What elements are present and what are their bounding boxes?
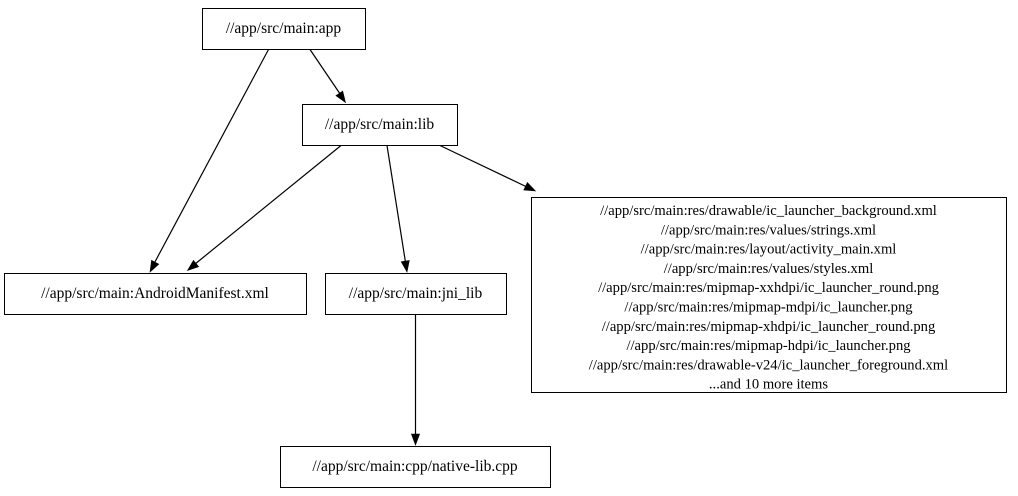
- node-label-line: //app/src/main:res/layout/activity_main.…: [641, 242, 897, 258]
- edge-line: [439, 144, 530, 189]
- node-label-line: //app/src/main:res/mipmap-xxhdpi/ic_laun…: [598, 280, 940, 296]
- node-label: //app/src/main:lib: [325, 116, 435, 133]
- graph-edge-lib-to-manifest: [186, 145, 342, 272]
- edge-line: [386, 145, 407, 266]
- node-label: //app/src/main:cpp/native-lib.cpp: [312, 458, 518, 475]
- node-label-line: //app/src/main:res/mipmap-xhdpi/ic_launc…: [602, 319, 936, 335]
- graph-edge-jni-lib-to-native-lib-cpp: [410, 314, 421, 446]
- graph-node-resources[interactable]: //app/src/main:res/drawable/ic_launcher_…: [531, 197, 1007, 393]
- node-label-line: //app/src/main:res/values/styles.xml: [664, 261, 874, 277]
- edges-layer: [149, 49, 537, 446]
- node-label-multiline: //app/src/main:res/drawable/ic_launcher_…: [589, 203, 948, 393]
- edge-arrowhead: [335, 90, 346, 104]
- node-box[interactable]: [325, 273, 507, 315]
- graph-edge-lib-to-jni-lib: [386, 145, 410, 273]
- graph-node-manifest[interactable]: //app/src/main:AndroidManifest.xml: [4, 273, 307, 315]
- node-label: //app/src/main:app: [226, 20, 342, 37]
- edge-arrowhead: [149, 259, 160, 273]
- graph-edge-lib-to-resources: [439, 144, 537, 192]
- node-label-line: //app/src/main:res/drawable/ic_launcher_…: [600, 203, 937, 219]
- edge-arrowhead: [400, 260, 410, 273]
- graph-node-app[interactable]: //app/src/main:app: [202, 8, 366, 50]
- node-label-line: //app/src/main:res/mipmap-hdpi/ic_launch…: [626, 338, 911, 354]
- edge-line: [191, 145, 342, 267]
- graph-node-jni_lib[interactable]: //app/src/main:jni_lib: [325, 273, 507, 315]
- node-box[interactable]: [4, 273, 307, 315]
- edge-arrowhead: [410, 433, 421, 446]
- node-box[interactable]: [202, 8, 366, 50]
- node-label-line: ...and 10 more items: [709, 377, 828, 393]
- graph-node-native_lib_cpp[interactable]: //app/src/main:cpp/native-lib.cpp: [280, 446, 551, 488]
- edge-line: [151, 49, 270, 267]
- node-box[interactable]: [531, 197, 1007, 393]
- node-label-line: //app/src/main:res/drawable-v24/ic_launc…: [589, 357, 948, 373]
- edge-line: [309, 49, 343, 98]
- edge-arrowhead: [523, 182, 537, 192]
- node-label: //app/src/main:AndroidManifest.xml: [41, 285, 269, 302]
- graph-node-lib[interactable]: //app/src/main:lib: [302, 104, 458, 146]
- node-box[interactable]: [280, 446, 551, 488]
- node-label-line: //app/src/main:res/values/strings.xml: [661, 222, 876, 238]
- nodes-layer: //app/src/main:app //app/src/main:lib //ap…: [4, 8, 1007, 488]
- graph-edge-app-to-manifest: [149, 49, 270, 273]
- node-label: //app/src/main:jni_lib: [349, 285, 483, 302]
- node-box[interactable]: [302, 104, 458, 146]
- node-label-line: //app/src/main:res/mipmap-mdpi/ic_launch…: [624, 300, 913, 316]
- graph-edge-app-to-lib: [309, 49, 346, 104]
- edge-arrowhead: [186, 259, 200, 272]
